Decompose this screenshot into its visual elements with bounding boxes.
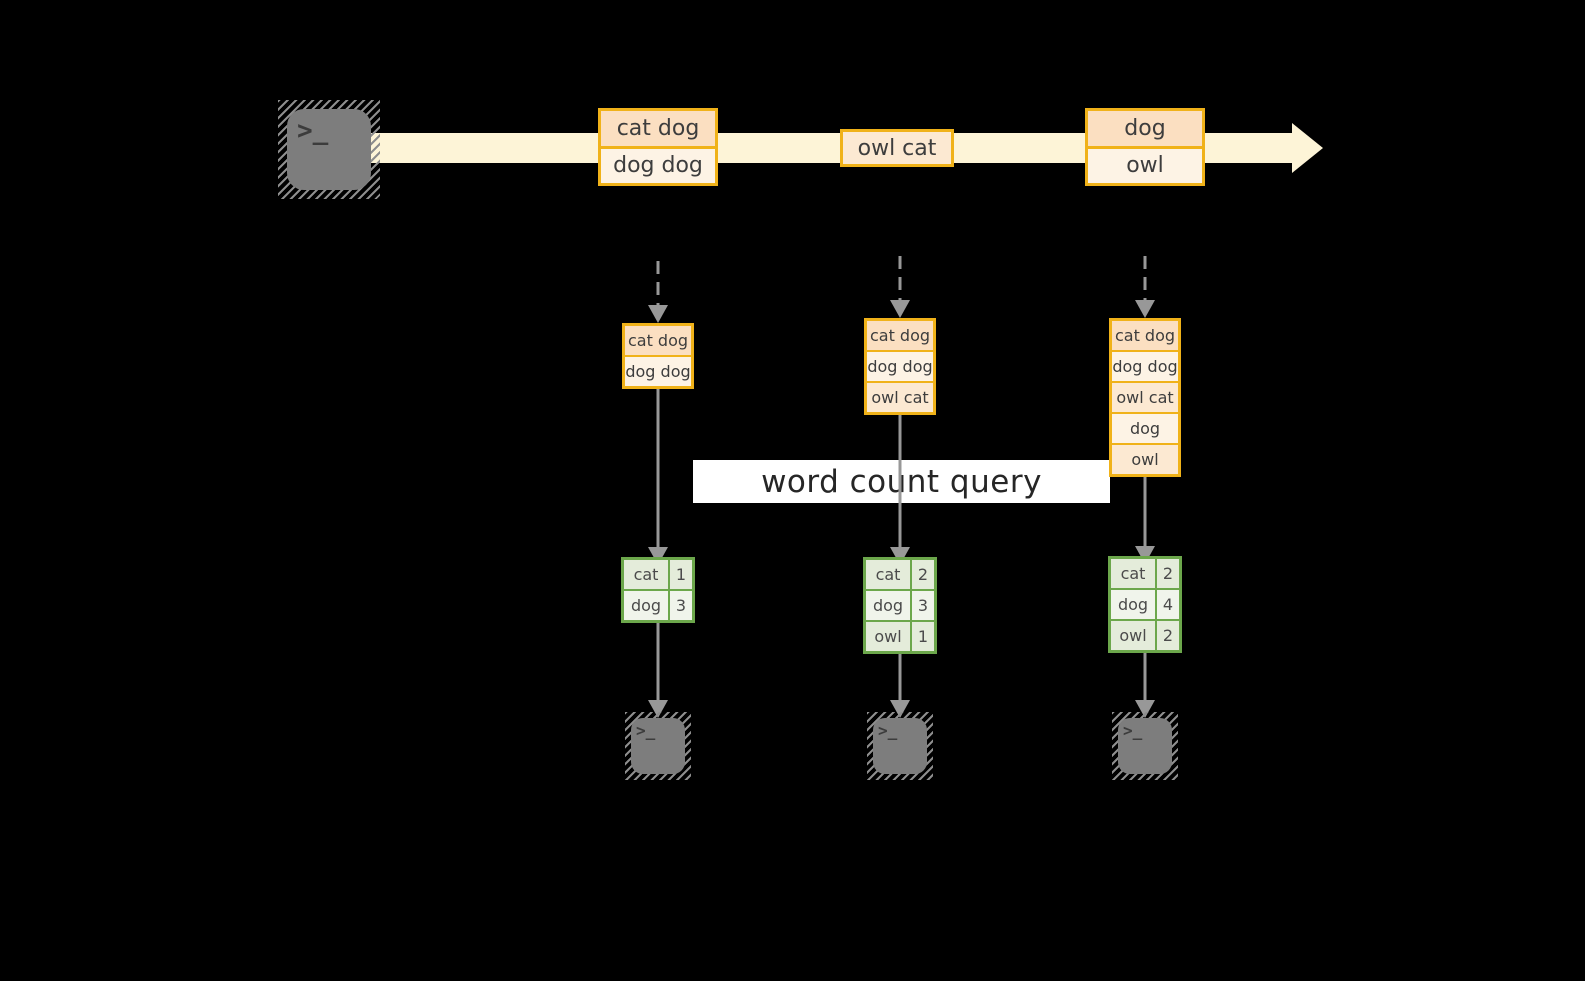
flow-down-arrow <box>1135 651 1155 718</box>
count-value-cell: 2 <box>1157 559 1179 588</box>
buffered-record: owl cat <box>1112 381 1178 412</box>
count-value-cell: 4 <box>1157 590 1179 619</box>
count-value-cell: 2 <box>912 560 934 589</box>
buffered-record: dog dog <box>1112 350 1178 381</box>
count-word-cell: dog <box>866 591 910 620</box>
record-text: owl <box>1088 145 1202 183</box>
terminal-screen <box>631 718 685 774</box>
buffered-record: owl <box>1112 443 1178 474</box>
record-text: cat dog <box>601 111 715 146</box>
record-text: dog dog <box>601 145 715 183</box>
terminal-prompt-glyph: >_ <box>297 116 329 146</box>
count-word-cell: cat <box>1111 559 1155 588</box>
count-value-cell: 1 <box>912 622 934 651</box>
dashed-down-arrow <box>1135 256 1155 318</box>
terminal-prompt-glyph: >_ <box>878 721 898 740</box>
timeline-record: owl cat <box>840 129 954 167</box>
flow-down-arrow <box>648 621 668 718</box>
terminal-prompt-glyph: >_ <box>1123 721 1143 740</box>
count-word-cell: owl <box>1111 621 1155 650</box>
buffered-record: cat dog <box>625 326 691 355</box>
count-value-cell: 3 <box>670 591 692 620</box>
record-text: dog <box>1088 111 1202 146</box>
buffered-record: dog dog <box>625 355 691 386</box>
flow-down-arrow <box>890 413 910 565</box>
count-value-cell: 1 <box>670 560 692 589</box>
count-value-cell: 3 <box>912 591 934 620</box>
sink-terminal-icon: >_ <box>625 712 691 780</box>
count-word-cell: dog <box>624 591 668 620</box>
terminal-screen <box>873 718 927 774</box>
flow-down-arrow <box>648 387 668 565</box>
count-value-cell: 2 <box>1157 621 1179 650</box>
record-text: owl cat <box>843 132 951 164</box>
flow-down-arrow <box>1135 475 1155 564</box>
flow-down-arrow <box>890 652 910 718</box>
terminal-screen <box>1118 718 1172 774</box>
terminal-prompt-glyph: >_ <box>636 721 656 740</box>
dashed-down-arrow <box>890 256 910 318</box>
count-word-cell: dog <box>1111 590 1155 619</box>
buffered-record: dog <box>1112 412 1178 443</box>
buffered-record: cat dog <box>867 321 933 350</box>
dashed-down-arrow <box>648 261 668 323</box>
terminal-screen <box>287 109 371 190</box>
count-word-cell: owl <box>866 622 910 651</box>
buffered-record: dog dog <box>867 350 933 381</box>
count-word-cell: cat <box>624 560 668 589</box>
count-word-cell: cat <box>866 560 910 589</box>
sink-terminal-icon: >_ <box>867 712 933 780</box>
stream-timeline-arrowhead <box>1292 123 1323 173</box>
buffered-record: cat dog <box>1112 321 1178 350</box>
sink-terminal-icon: >_ <box>1112 712 1178 780</box>
source-terminal-icon: >_ <box>278 100 380 199</box>
buffered-record: owl cat <box>867 381 933 412</box>
